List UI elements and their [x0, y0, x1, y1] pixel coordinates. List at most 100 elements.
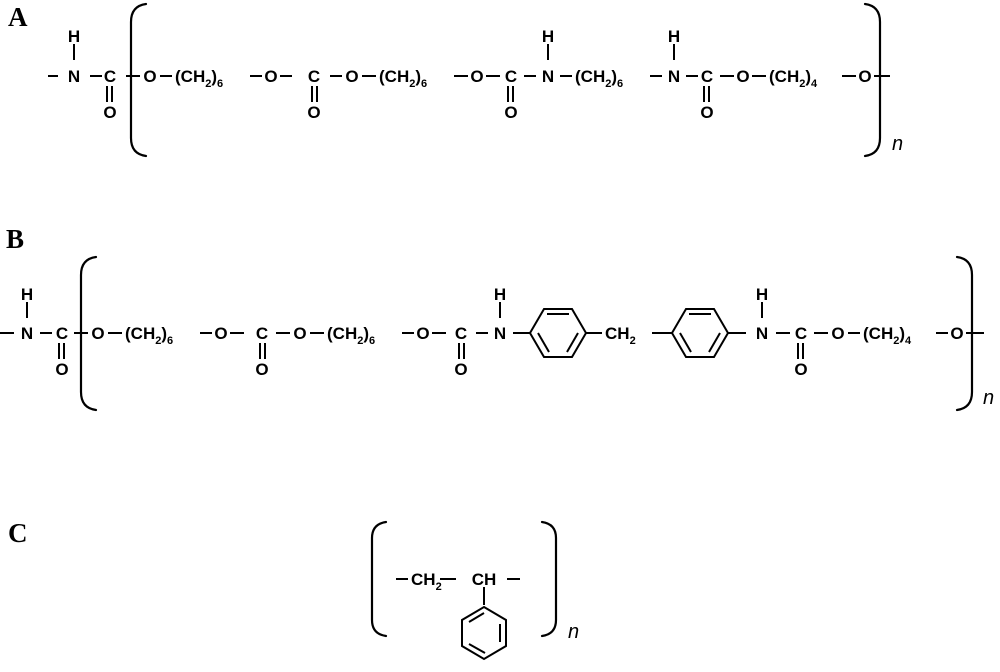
panel-b-o10: O	[950, 324, 963, 343]
panel-b-ch2-group-2: (CH2)6	[327, 324, 375, 347]
panel-b-o8: O	[794, 360, 807, 379]
panel-a-c4: C	[701, 67, 713, 86]
panel-b-benzene-ring-1	[528, 308, 588, 358]
panel-a-ch2-2-close: )	[415, 67, 421, 86]
panel-a-ch2-3-sub: 2	[605, 78, 611, 90]
panel-a-ch2-1-close: )	[211, 67, 217, 86]
panel-b-ch2-3-count: 4	[905, 335, 912, 347]
panel-c-ch: CH	[472, 570, 497, 589]
panel-b-ch2-bridge: CH2	[605, 324, 636, 347]
panel-b-bonds	[0, 302, 984, 359]
panel-a-h2: H	[542, 27, 554, 46]
panel-b: B	[0, 224, 994, 412]
panel-a-ch2-3-close: )	[611, 67, 617, 86]
panel-a-c3: C	[505, 67, 517, 86]
panel-c-atoms: CH2 CH	[411, 570, 496, 593]
panel-a-o4: O	[307, 103, 320, 122]
panel-a-c2: C	[308, 67, 320, 86]
panel-b-ch2-1-sub: 2	[155, 335, 161, 347]
panel-b-h3: H	[756, 285, 768, 304]
panel-b-o7: O	[454, 360, 467, 379]
panel-b-o4: O	[255, 360, 268, 379]
panel-a-ch2-3-body: (CH	[575, 67, 605, 86]
panel-b-repeat-label: n	[983, 387, 994, 409]
panel-a-left-bracket	[129, 2, 148, 158]
panel-a-h3: H	[668, 27, 680, 46]
panel-b-c2: C	[256, 324, 268, 343]
panel-a-ch2-group-1: (CH2)6	[175, 67, 223, 90]
panel-b-o6: O	[416, 324, 429, 343]
panel-a-c1: C	[104, 67, 116, 86]
panel-a-n3: N	[668, 67, 680, 86]
panel-a-repeat-label: n	[892, 133, 903, 155]
panel-a-right-bracket	[863, 2, 882, 158]
panel-a-n2: N	[542, 67, 554, 86]
panel-b-h1: H	[21, 285, 33, 304]
panel-a-ch2-4-close: )	[805, 67, 811, 86]
panel-a-o8: O	[700, 103, 713, 122]
panel-a-o6: O	[470, 67, 483, 86]
panel-a-ch2-1-count: 6	[217, 78, 223, 90]
panel-b-o3: O	[214, 324, 227, 343]
panel-b-h2: H	[494, 285, 506, 304]
panel-b-ch2-2-count: 6	[369, 335, 375, 347]
panel-c-ch2-sub: 2	[436, 581, 442, 593]
panel-a-atoms: H N C O O (CH2)6 O C O O (CH2)6 O C O H …	[68, 27, 872, 122]
panel-b-ch2-3-sub: 2	[893, 335, 899, 347]
panel-a-ch2-3-count: 6	[617, 78, 623, 90]
panel-b-c4: C	[795, 324, 807, 343]
panel-a-ch2-2-count: 6	[421, 78, 427, 90]
panel-b-right-bracket	[955, 255, 974, 412]
panel-c: C CH2 CH n	[8, 518, 579, 661]
panel-b-ch2-1-count: 6	[167, 335, 173, 347]
panel-b-ch2-3-body: (CH	[863, 324, 893, 343]
panel-a-h1: H	[68, 27, 80, 46]
panel-c-repeat-label: n	[568, 621, 579, 643]
panel-b-o9: O	[831, 324, 844, 343]
panel-c-right-bracket	[540, 520, 558, 638]
panel-a-ch2-group-4: (CH2)4	[769, 67, 818, 90]
panel-c-benzene-ring	[461, 605, 507, 661]
panel-b-c1: C	[56, 324, 68, 343]
panel-c-bonds	[396, 578, 520, 605]
panel-a-o5: O	[345, 67, 358, 86]
panel-b-label: B	[6, 224, 24, 254]
panel-a-ch2-1-sub: 2	[205, 78, 211, 90]
panel-a-o7: O	[504, 103, 517, 122]
panel-a-ch2-group-2: (CH2)6	[379, 67, 427, 90]
panel-a: A	[8, 2, 903, 158]
panel-b-benzene-ring-2	[670, 308, 730, 358]
panel-a-ch2-1-body: (CH	[175, 67, 205, 86]
panel-b-ch2-bridge-sub: 2	[630, 335, 636, 347]
panel-a-label: A	[8, 2, 28, 32]
panel-a-o10: O	[858, 67, 871, 86]
panel-a-ch2-4-count: 4	[811, 78, 818, 90]
panel-a-ch2-2-sub: 2	[409, 78, 415, 90]
panel-b-ch2-1-body: (CH	[125, 324, 155, 343]
panel-b-n3: N	[756, 324, 768, 343]
panel-c-ch2-body: CH	[411, 570, 436, 589]
panel-a-ch2-4-sub: 2	[799, 78, 805, 90]
panel-b-ch2-group-1: (CH2)6	[125, 324, 173, 347]
panel-b-ch2-bridge-body: CH	[605, 324, 630, 343]
panel-c-label: C	[8, 518, 28, 548]
panel-b-ch2-2-sub: 2	[357, 335, 363, 347]
panel-a-bonds	[48, 44, 890, 102]
panel-b-atoms: H N C O O (CH2)6 O C O O (CH2)6 O C O H …	[21, 285, 964, 379]
panel-c-ch2-group: CH2	[411, 570, 442, 593]
panel-b-o5: O	[293, 324, 306, 343]
panel-b-ch2-2-close: )	[363, 324, 369, 343]
panel-b-ch2-group-3: (CH2)4	[863, 324, 912, 347]
panel-b-ch2-3-close: )	[899, 324, 905, 343]
panel-b-c3: C	[455, 324, 467, 343]
panel-a-o3: O	[264, 67, 277, 86]
panel-b-n2: N	[494, 324, 506, 343]
panel-b-ch2-1-close: )	[161, 324, 167, 343]
panel-a-o2: O	[143, 67, 156, 86]
panel-a-o9: O	[736, 67, 749, 86]
panel-b-o1: O	[55, 360, 68, 379]
panel-a-ch2-4-body: (CH	[769, 67, 799, 86]
panel-a-o1: O	[103, 103, 116, 122]
panel-b-ch2-2-body: (CH	[327, 324, 357, 343]
